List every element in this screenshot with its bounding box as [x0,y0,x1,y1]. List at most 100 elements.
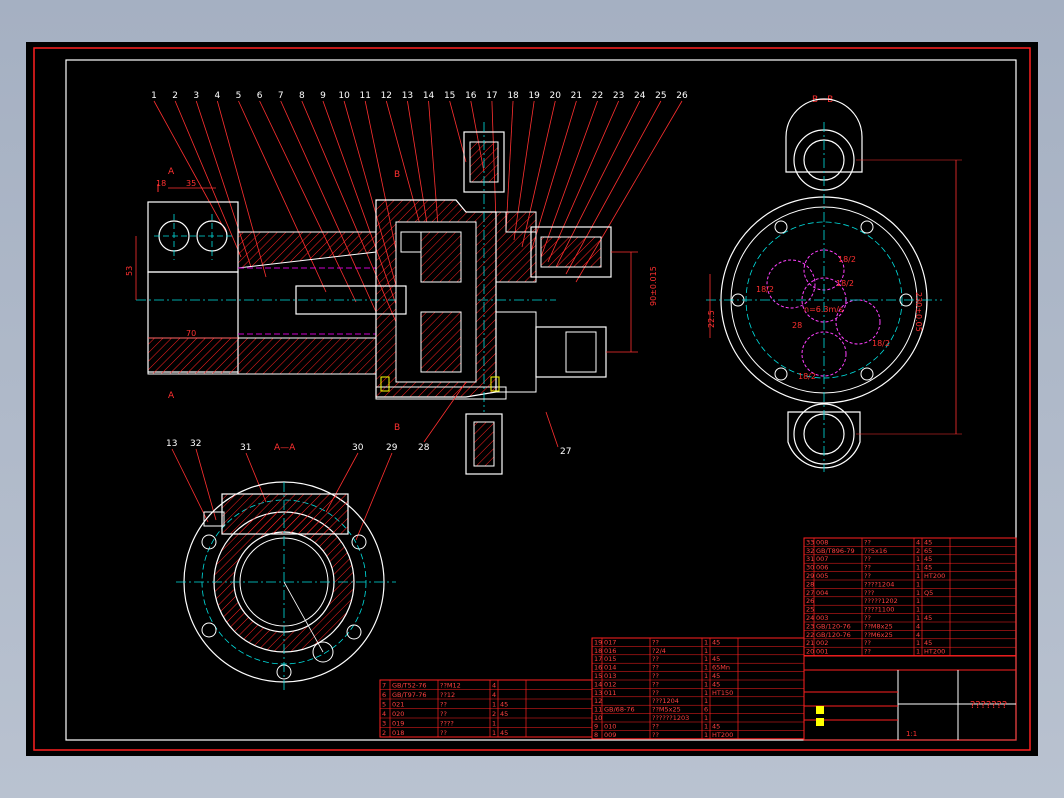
bomRight-cell: GB/120-76 [816,631,851,639]
bomRight-cell: 45 [924,564,932,572]
leader-2 [174,100,242,258]
bomRight-cell: 65 [924,547,932,555]
bomMid-cell: 012 [604,680,616,688]
dim-r18-d: 18/2 [872,339,890,348]
bomLeft-cell: ??12 [440,691,455,699]
bomMid-cell: 13 [594,689,602,697]
balloon-11: 11 [359,91,370,101]
bomLeft-cell: ???? [440,720,454,728]
bomMid-cell: 015 [604,655,616,663]
balloon-28: 28 [418,443,430,453]
balloon-17: 17 [486,91,497,101]
bomMid-cell: 1 [704,638,708,646]
bomMid-cell: 1 [704,680,708,688]
dim-22-5: 22.5 [707,310,716,328]
bomRight-cell: ????1204 [864,580,894,588]
bomRight-cell: Q5 [924,589,933,597]
bomMid-cell: 016 [604,647,616,655]
balloon-13: 13 [402,91,413,101]
bomMid-cell: 009 [604,731,616,739]
scale: 1:1 [906,730,917,738]
bomRight-cell: 45 [924,639,932,647]
aa-leader-32 [195,448,217,521]
bomMid-cell: HT200 [712,731,733,739]
bomMid-cell: 014 [604,664,616,672]
bomRight-cell: HT200 [924,648,945,656]
balloon-25: 25 [655,91,666,101]
bomLeft-cell: 1 [492,701,496,709]
leader-23 [547,100,620,263]
balloon-6: 6 [257,91,263,101]
bomRight-cell: 001 [816,648,828,656]
balloon-3: 3 [193,91,199,101]
dim-18: 18 [156,179,166,188]
balloon-19: 19 [528,91,540,101]
bomMid-cell: 15 [594,672,602,680]
bomLeft-cell: 45 [500,729,508,737]
bomRight-cell: 29 [806,572,814,580]
bomMid-cell: ?? [652,664,659,672]
bomLeft-cell: ?? [440,701,447,709]
bomRight-cell: 005 [816,572,828,580]
bomMid-cell: 010 [604,722,616,730]
bomRight-cell: 002 [816,639,828,647]
inner-frame [65,59,1017,741]
bomLeft-cell: 018 [392,729,404,737]
bomMid-cell: 017 [604,638,616,646]
aa-view-title: A—A [274,443,296,453]
bomRight-cell: 45 [924,614,932,622]
bomMid-cell: ?? [652,655,659,663]
balloon-5: 5 [236,91,242,101]
bomLeft-cell: 6 [382,691,386,699]
bomRight-cell: ?? [864,614,871,622]
bomRight-cell: 31 [806,555,814,563]
bomMid-cell: 16 [594,664,602,672]
bomRight-cell: 22 [806,631,814,639]
dim-r18-e: 18/2 [798,372,816,381]
bomRight-cell: 1 [916,572,920,580]
bomMid-cell: GB/68-76 [604,706,635,714]
bomMid-cell: 19 [594,638,602,646]
balloon-18: 18 [507,91,519,101]
section-a-top: A [168,167,175,177]
balloon-8: 8 [299,91,305,101]
balloon-2: 2 [172,91,178,101]
balloon-16: 16 [465,91,477,101]
bomRight-cell: 32 [806,547,814,555]
bomRight-cell: ?? [864,564,871,572]
bomLeft-cell: 5 [382,701,386,709]
bomMid-cell: 1 [704,664,708,672]
bomLeft-cell: 7 [382,682,386,690]
balloon-26: 26 [676,91,688,101]
bomMid-cell: ??????1203 [652,714,689,722]
bomRight-cell: 4 [916,538,920,546]
bomRight-cell: ?? [864,572,871,580]
bomLeft-cell: 45 [500,701,508,709]
bomMid-cell: ?? [652,689,659,697]
bomMid-cell: 45 [712,638,720,646]
bomRight-cell: 33 [806,538,814,546]
bomLeft-cell: ?? [440,710,447,718]
bomRight-cell: ??M8x25 [864,622,893,630]
leader-7 [280,100,377,313]
bomLeft-cell: 1 [492,720,496,728]
bomLeft-cell: GB/T97-76 [392,691,427,699]
aa-leader-29 [355,452,393,541]
bomMid-cell: ???1204 [652,697,679,705]
bomMid-cell: ??M5x25 [652,706,681,714]
bomLeft-cell: 019 [392,720,404,728]
balloon-27: 27 [560,447,571,457]
leader-22 [540,100,598,258]
bomRight-cell: 4 [916,622,920,630]
bomMid-cell: 9 [594,722,598,730]
bomRight-cell: 1 [916,614,920,622]
dim-pitch: n=6.3m/s [804,305,843,314]
bomRight-cell: 27 [806,589,814,597]
bomRight-cell: HT200 [924,572,945,580]
balloon-24: 24 [634,91,646,101]
